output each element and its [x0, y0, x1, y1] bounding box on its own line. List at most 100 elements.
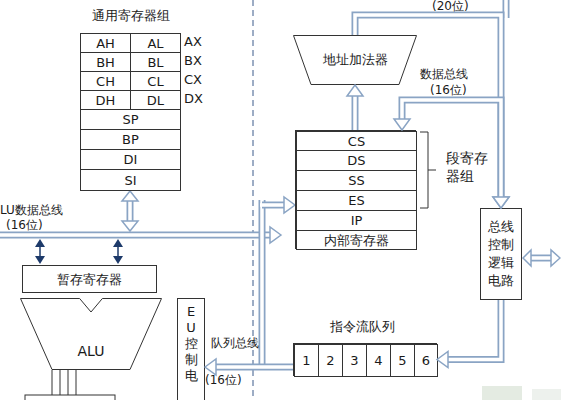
node-text: CS: [348, 134, 365, 149]
flag-line: [60, 370, 61, 395]
node-text: 1: [302, 353, 310, 368]
bus-control: 总线控制逻辑电路: [480, 208, 522, 300]
node-text: 暂存寄存器: [57, 272, 122, 287]
node-text: 内部寄存器: [324, 233, 389, 248]
register-bus-outer: [127, 201, 134, 221]
alu-unit: ALU: [20, 298, 162, 370]
temp-link: [39, 246, 41, 257]
eu-control: EU控制电: [177, 298, 205, 400]
bus-core: [215, 365, 293, 369]
node-text: 4: [374, 353, 382, 368]
bus-label: (16位): [205, 373, 242, 387]
arrow-head: [493, 197, 509, 208]
alu-shape: [20, 298, 162, 370]
bus-label: (16位): [6, 218, 43, 232]
node-text: DI: [124, 152, 138, 167]
alu-bus-inner: [0, 233, 270, 237]
internal-register: 内部寄存器: [296, 230, 417, 250]
temp-link-head: [113, 256, 123, 264]
node-text: IP: [351, 213, 363, 228]
temp-link-head: [35, 239, 45, 247]
queue-slot: 5: [390, 344, 415, 377]
register-cell: SP: [80, 109, 181, 130]
bus-label: CX: [184, 73, 202, 87]
alu-bus-head: [270, 227, 281, 243]
adder-outline: [294, 36, 417, 85]
system-bus-inner: [530, 256, 552, 260]
arrow-head: [205, 359, 216, 375]
register-bus-head: [122, 191, 138, 201]
register-cell: CL: [130, 71, 181, 91]
register-bus-head: [122, 221, 138, 231]
register-cell: AH: [80, 33, 131, 53]
bus-label: AX: [184, 35, 202, 49]
node-text: CL: [147, 74, 163, 89]
bus-connector: [347, 85, 363, 130]
bus-label: LU数据总线: [0, 203, 63, 217]
bus-label: (16位): [430, 83, 467, 97]
internal-bus-outer: [259, 200, 266, 367]
internal-bus-inner: [260, 200, 264, 367]
arrow-head: [347, 85, 363, 96]
segment-stub-inner: [260, 203, 284, 207]
system-bus-outer: [531, 255, 551, 262]
node-text: ALU: [20, 344, 162, 359]
node-text: SP: [122, 112, 138, 127]
external-bus-inner: [504, 0, 508, 18]
bus-connector: [205, 359, 293, 375]
bus-outline: [215, 364, 293, 371]
node-text: SS: [348, 173, 365, 188]
instruction-queue: 指令流队列123456: [293, 343, 437, 376]
register-bus-inner: [128, 200, 132, 222]
flag-box: [25, 395, 115, 400]
alu-outline: [21, 299, 162, 370]
bus-label: BX: [184, 54, 202, 68]
group-heading: 指令流队列: [330, 319, 395, 334]
register-cell: DL: [130, 90, 181, 110]
segment-register: ES: [296, 190, 417, 211]
photo-fragment: [532, 389, 561, 400]
group-heading: 段寄存器组: [446, 149, 490, 185]
temp-register: 暂存寄存器: [22, 265, 157, 293]
register-cell: DH: [80, 90, 131, 110]
node-text: BP: [122, 132, 139, 147]
register-cell: AL: [130, 33, 181, 53]
register-cell: DI: [80, 149, 181, 170]
node-text: 3: [350, 353, 358, 368]
bus-outline: [447, 300, 501, 360]
register-cell: BP: [80, 129, 181, 150]
bus-label: DX: [184, 92, 203, 106]
node-text: EU控制电: [184, 304, 198, 384]
node-text: 5: [398, 353, 406, 368]
instruction-pointer: IP: [296, 210, 417, 231]
bus-label: 数据总线: [420, 67, 468, 81]
temp-link-head: [113, 239, 123, 247]
node-text: 总线控制逻辑电路: [487, 218, 515, 290]
address-adder: 地址加法器: [293, 35, 417, 85]
register-cell: SI: [80, 169, 181, 191]
node-text: 地址加法器: [293, 52, 417, 67]
segment-register: SS: [296, 170, 417, 191]
alu-bus-outer: [0, 232, 270, 239]
node-text: SI: [124, 173, 136, 188]
register-cell: BL: [130, 52, 181, 72]
register-group: 通用寄存器组AHALBHBLCHCLDHDLSPBPDISI: [80, 6, 181, 191]
group-heading: 通用寄存器组: [80, 8, 181, 23]
segment-register: CS: [296, 131, 417, 151]
flag-line: [76, 370, 77, 395]
temp-link: [117, 246, 119, 257]
node-text: 2: [326, 353, 334, 368]
node-text: DL: [147, 93, 164, 108]
queue-slot: 4: [366, 344, 391, 377]
queue-slot: 3: [342, 344, 367, 377]
segment-stub-head: [284, 197, 295, 213]
bus-connector: [437, 300, 501, 368]
node-text: DS: [347, 153, 365, 168]
queue-slot: 6: [414, 344, 438, 377]
queue-slot: 2: [318, 344, 343, 377]
bus-core: [447, 300, 501, 360]
temp-link-head: [35, 256, 45, 264]
external-bus-outer: [503, 0, 510, 18]
arrow-head: [394, 119, 410, 130]
